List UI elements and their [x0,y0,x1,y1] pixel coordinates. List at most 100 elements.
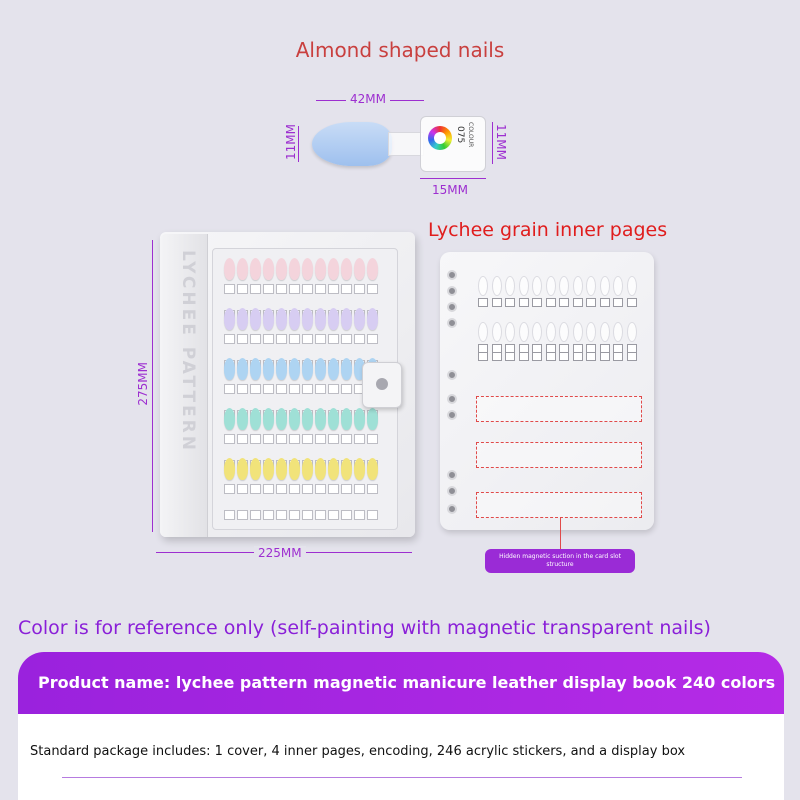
binder-hole-icon [447,486,457,496]
color-wheel-center [434,132,446,144]
tip-code-slot [626,352,637,361]
nail-tip [276,308,287,330]
binder-hole-icon [447,286,457,296]
color-code-label [276,334,287,344]
color-code-label [315,484,326,494]
binder-hole-icon [447,504,457,514]
nail-tip [328,308,339,330]
color-code-label [237,510,248,520]
nail-tip [328,458,339,480]
transparent-tip [613,322,623,342]
tip-code-slot [478,298,488,307]
nail-tip [237,258,248,280]
binder-hole-icon [447,394,457,404]
color-code-labels [224,434,384,444]
nail-tip [354,308,365,330]
nail-tip [354,408,365,430]
product-header [18,652,784,714]
color-code-label [263,484,274,494]
nail-tip [263,408,274,430]
nail-tip [302,358,313,380]
color-code-label [354,434,365,444]
card-slot-1 [476,396,642,422]
almond-title: Almond shaped nails [295,38,505,62]
nail-tip [315,258,326,280]
color-code-label [302,434,313,444]
color-code-label [328,384,339,394]
transparent-tip [491,276,502,296]
nail-tip [341,258,352,280]
transparent-tip [545,322,556,342]
color-code-label [250,510,261,520]
tip-code-slot [491,298,502,307]
tip-code-slot [545,298,556,307]
product-name: Product name: lychee pattern magnetic ma… [38,673,776,692]
nail-tip [276,258,287,280]
color-code-label [354,284,365,294]
nail-tip [224,358,235,380]
color-code-label [250,284,261,294]
color-code-label [224,434,235,444]
color-code-label [289,384,300,394]
nail-tip [328,358,339,380]
nail-tip [237,358,248,380]
sample-nail-tip [312,122,392,166]
nail-tip [302,308,313,330]
transparent-tip [572,322,583,342]
nail-tip [341,408,352,430]
transparent-tip [505,276,515,296]
color-code-label [315,334,326,344]
color-code-label [367,510,378,520]
color-code-label [315,434,326,444]
nail-tip [250,408,261,430]
book-spine-text: LYCHEE PATTERN [178,250,198,453]
color-code-label [263,284,274,294]
book-spine [160,234,208,537]
nail-tip [263,458,274,480]
tab-width-line [420,178,486,179]
tip-code-slot [505,298,515,307]
nail-tip [367,458,378,480]
nail-row [224,458,384,482]
color-code-label [224,484,235,494]
tip-width-right-line [492,122,493,164]
color-code-label [224,384,235,394]
color-code-label [354,484,365,494]
color-code-label [250,384,261,394]
color-code-label [302,334,313,344]
color-code-label [289,334,300,344]
nail-tip [289,358,300,380]
nail-tip [263,308,274,330]
transparent-tip [626,276,637,296]
nail-tip [224,258,235,280]
transparent-tip [586,322,596,342]
nail-row [224,408,384,432]
color-code-label [315,384,326,394]
bottom-divider [62,777,742,778]
color-code-label [367,334,378,344]
tip-code-slot [586,352,596,361]
nail-tip [302,458,313,480]
color-code-label [328,484,339,494]
nail-tip [250,258,261,280]
color-code-label [367,484,378,494]
book-width-label: 225MM [254,546,306,560]
color-code-label [328,510,339,520]
color-code-label [341,384,352,394]
color-code-label [224,284,235,294]
transparent-tip [599,322,610,342]
binder-hole-icon [447,302,457,312]
nail-tip [315,308,326,330]
color-code-label [328,434,339,444]
nail-tip [276,358,287,380]
color-code-label [276,284,287,294]
tip-code-slot [599,352,610,361]
color-code-label [289,434,300,444]
binder-hole-icon [447,370,457,380]
nail-tip [341,458,352,480]
binder-hole-icon [447,270,457,280]
color-code-label [263,334,274,344]
transparent-tip [626,322,637,342]
nail-tip [289,308,300,330]
color-code-label [328,284,339,294]
